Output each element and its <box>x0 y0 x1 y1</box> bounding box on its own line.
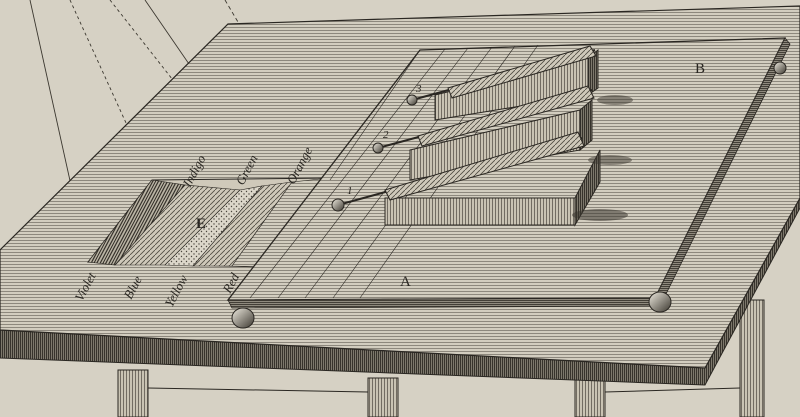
thermometer-number-3: 3 <box>415 83 422 95</box>
label-board-a: A <box>400 274 411 290</box>
thermometer-2 <box>372 85 595 154</box>
table-legs <box>117 299 765 417</box>
support-blocks <box>384 48 633 227</box>
thermometer-1 <box>331 131 585 212</box>
label-spectrum-e: E <box>196 216 206 232</box>
thermometer-3 <box>406 45 597 106</box>
thermometers <box>331 45 597 212</box>
thermometer-number-2: 2 <box>383 129 389 141</box>
thermometer-number-1: 1 <box>347 185 353 197</box>
label-board-b: B <box>695 61 705 77</box>
board <box>226 37 791 329</box>
